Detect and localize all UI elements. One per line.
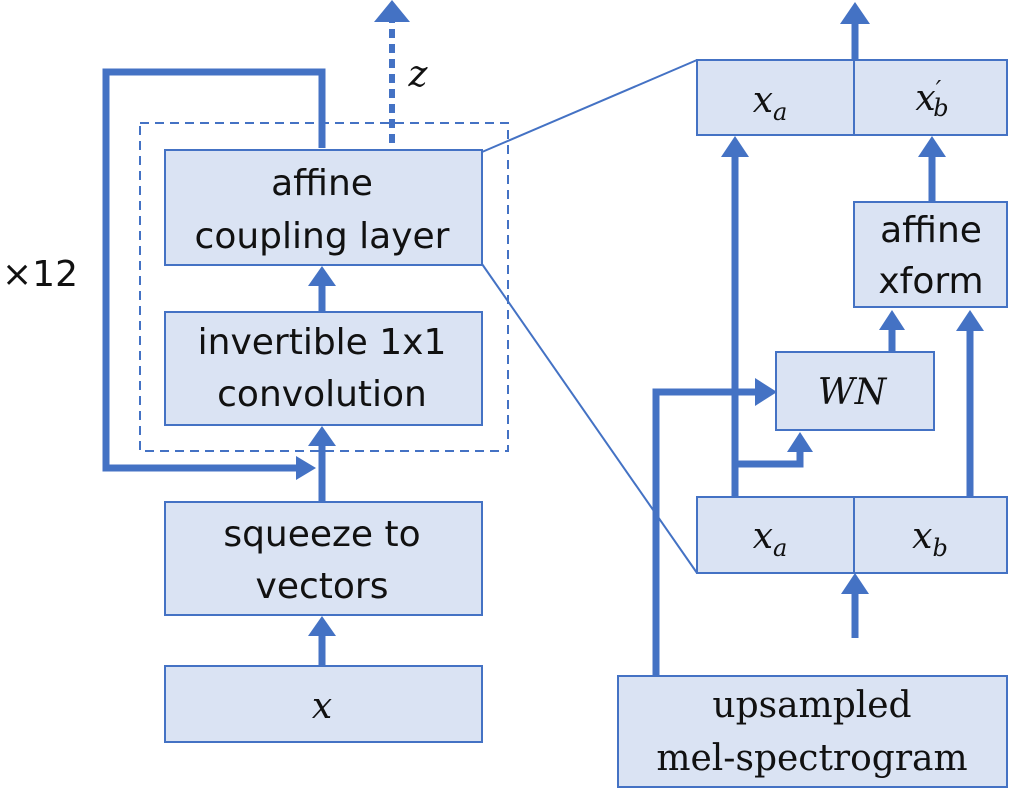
output-xa-label: xa xyxy=(753,80,788,126)
input-xa-label: xa xyxy=(753,516,788,562)
arrowhead-squeeze-to-conv xyxy=(308,426,336,446)
arrow-mel-to-wn xyxy=(652,388,758,676)
invertible-convolution-box: invertible 1x1 convolution xyxy=(164,311,483,426)
arrowhead-output-up xyxy=(840,2,870,24)
input-xb-cell xyxy=(853,496,1008,574)
squeeze-label-line2: vectors xyxy=(256,566,389,607)
affine-xform-label-line1: affine xyxy=(880,210,982,251)
squeeze-to-vectors-box: squeeze to vectors xyxy=(164,501,483,616)
invertible-convolution-label-line2: convolution xyxy=(217,374,427,415)
arrowhead-wn-to-affine xyxy=(879,310,905,330)
output-xb-prime-cell xyxy=(853,59,1008,136)
affine-xform-box: affine xform xyxy=(853,201,1008,308)
repeat-loop-line xyxy=(102,68,326,472)
affine-coupling-label-line2: coupling layer xyxy=(195,216,450,257)
affine-xform-label-line2: xform xyxy=(878,261,983,302)
arrowhead-xa-passthrough xyxy=(721,136,749,157)
output-split-box: xa x′b xyxy=(696,59,1008,136)
zoom-connector-bottom xyxy=(481,263,698,574)
repeat-count-label: ×12 xyxy=(2,254,78,295)
input-x-label: x xyxy=(312,686,332,727)
z-output-label: z xyxy=(408,54,429,95)
wn-box: WN xyxy=(775,351,935,431)
arrowhead-xb-to-affine xyxy=(956,310,984,331)
invertible-convolution-label-line1: invertible 1x1 xyxy=(198,322,447,363)
arrowhead-input-into-split xyxy=(841,573,869,594)
squeeze-label-line1: squeeze to xyxy=(223,514,420,555)
input-split-box: xa xb xyxy=(696,496,1008,574)
affine-coupling-label-line1: affine xyxy=(271,163,373,204)
arrowhead-xa-to-wn xyxy=(787,432,813,452)
arrowhead-input-to-squeeze xyxy=(308,616,336,636)
arrow-xa-to-wn xyxy=(735,448,804,468)
input-xb-label: xb xyxy=(912,516,948,562)
output-xb-prime-label: x′b xyxy=(915,76,948,122)
repeat-loop-arrowhead xyxy=(296,456,316,480)
mel-spectrogram-label-line1: upsampled xyxy=(712,685,911,726)
mel-spectrogram-label-line2: mel-spectrogram xyxy=(656,738,967,779)
wn-label: WN xyxy=(818,372,888,413)
z-output-arrowhead xyxy=(374,0,410,22)
arrowhead-conv-to-coupling xyxy=(308,266,336,286)
mel-spectrogram-box: upsampled mel-spectrogram xyxy=(617,675,1008,788)
affine-coupling-layer-box: affine coupling layer xyxy=(164,149,483,266)
arrowhead-affine-to-xb-prime xyxy=(918,136,946,157)
output-xa-cell xyxy=(696,59,855,136)
input-x-box: x xyxy=(164,665,483,743)
arrowhead-mel-to-wn xyxy=(755,378,777,406)
zoom-connector-top xyxy=(481,59,698,153)
